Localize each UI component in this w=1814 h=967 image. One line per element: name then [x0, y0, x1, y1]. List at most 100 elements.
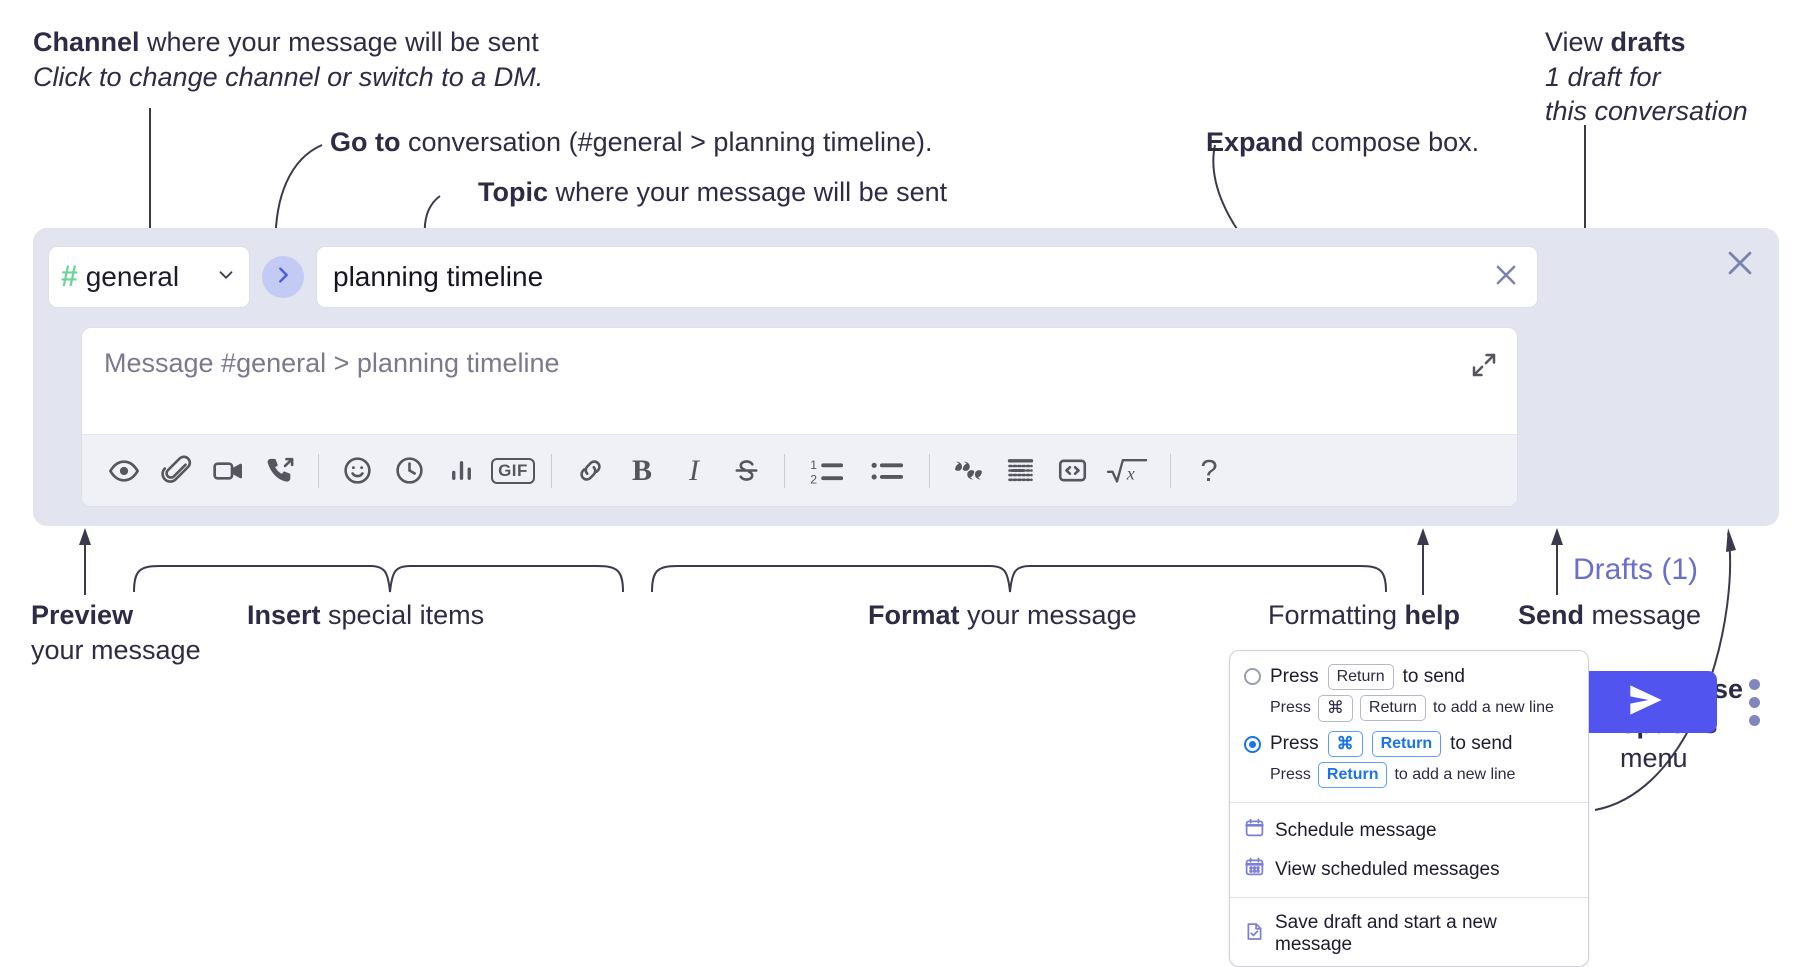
menu-item-save-draft[interactable]: Save draft and start a new message: [1230, 906, 1588, 962]
preview-icon[interactable]: [98, 445, 150, 497]
blockquote-icon[interactable]: [942, 445, 994, 497]
gif-icon[interactable]: GIF: [487, 445, 539, 497]
annotation-preview-bold: Preview: [31, 600, 134, 630]
menu-item-schedule-message[interactable]: Schedule message: [1230, 811, 1588, 850]
option-cmd-return-to-send[interactable]: Press ⌘ Return to send: [1230, 728, 1588, 761]
option1-sub-press: Press: [1270, 699, 1311, 717]
audio-clip-icon[interactable]: [254, 445, 306, 497]
topic-value: planning timeline: [333, 261, 544, 292]
annotation-insert: Insert special items: [247, 598, 484, 633]
send-icon: [1623, 678, 1667, 727]
toolbar-separator: [929, 453, 930, 488]
bold-label: B: [631, 453, 652, 487]
send-button[interactable]: [1573, 671, 1717, 733]
poll-icon[interactable]: [435, 445, 487, 497]
annotation-drafts-prefix: View: [1545, 27, 1611, 57]
close-icon[interactable]: [1491, 260, 1521, 295]
annotation-formatting-help: Formatting help: [1268, 598, 1460, 633]
video-camera-icon[interactable]: [202, 445, 254, 497]
key-command: ⌘: [1317, 694, 1353, 722]
clock-icon[interactable]: [383, 445, 435, 497]
channel-selector[interactable]: # general: [48, 246, 250, 308]
kebab-dot: [1748, 696, 1760, 708]
italic-label: I: [689, 453, 699, 487]
option1-press: Press: [1270, 665, 1319, 687]
annotation-topic: Topic where your message will be sent: [478, 175, 947, 210]
annotation-drafts-italic2: this conversation: [1545, 96, 1748, 127]
calendar-schedule-icon: [1244, 817, 1265, 844]
message-input-placeholder: Message #general > planning timeline: [104, 348, 560, 378]
compose-header-row: # general planning timeline: [48, 246, 1538, 308]
annotation-channel-rest: where your message will be sent: [139, 27, 539, 57]
menu-divider: [1230, 802, 1588, 804]
kebab-dot: [1748, 714, 1760, 726]
annotation-send: Send message: [1518, 598, 1701, 633]
annotation-drafts: View drafts 1 draft for this conversatio…: [1545, 25, 1748, 129]
italic-icon[interactable]: I: [668, 445, 720, 497]
channel-name: general: [85, 261, 180, 292]
code-icon[interactable]: [1046, 445, 1098, 497]
gif-label: GIF: [491, 457, 535, 484]
key-return: Return: [1317, 762, 1388, 789]
svg-text:x: x: [1126, 464, 1135, 484]
key-command: ⌘: [1327, 730, 1363, 758]
annotation-channel-bold: Channel: [33, 27, 140, 57]
menu-item-label: View scheduled messages: [1275, 858, 1500, 880]
toolbar-separator: [784, 453, 785, 488]
annotation-send-rest: message: [1584, 600, 1702, 630]
math-icon[interactable]: x: [1098, 445, 1158, 497]
option2-sub-press: Press: [1270, 766, 1311, 784]
ordered-list-icon[interactable]: 1 2: [797, 445, 857, 497]
radio-selected[interactable]: [1244, 735, 1261, 753]
kebab-dot: [1748, 678, 1760, 690]
toolbar-separator: [551, 453, 552, 488]
annotation-goto-rest: conversation (#general > planning timeli…: [400, 127, 933, 157]
toolbar-separator: [318, 453, 319, 488]
option1-subtext: Press ⌘ Return to add a new line: [1230, 693, 1588, 728]
menu-divider: [1230, 897, 1588, 899]
svg-text:2: 2: [810, 472, 817, 486]
help-icon[interactable]: ?: [1183, 445, 1235, 497]
emoji-icon[interactable]: [331, 445, 383, 497]
key-return: Return: [1371, 731, 1442, 757]
annotation-help-pre: Formatting: [1268, 600, 1405, 630]
strikethrough-icon[interactable]: [720, 445, 772, 497]
drafts-link[interactable]: Drafts (1): [1573, 553, 1699, 586]
bulleted-list-icon[interactable]: [857, 445, 917, 497]
annotation-format: Format your message: [868, 598, 1137, 633]
expand-icon[interactable]: [1469, 350, 1499, 380]
formatting-toolbar: GIF B I 1 2: [82, 434, 1517, 506]
bold-icon[interactable]: B: [616, 445, 668, 497]
annotation-expand-bold: Expand: [1206, 127, 1304, 157]
annotation-goto: Go to conversation (#general > planning …: [330, 125, 933, 160]
annotation-expand-rest: compose box.: [1303, 127, 1480, 157]
annotation-insert-rest: special items: [320, 600, 485, 630]
key-return: Return: [1327, 664, 1394, 690]
annotation-expand: Expand compose box.: [1206, 125, 1479, 160]
option2-sub-suffix: to add a new line: [1394, 766, 1516, 784]
topic-input[interactable]: planning timeline: [316, 246, 1538, 308]
option2-subtext: Press Return to add a new line: [1230, 760, 1588, 794]
annotation-drafts-italic1: 1 draft for: [1545, 61, 1661, 92]
message-compose-box[interactable]: Message #general > planning timeline: [81, 327, 1518, 507]
hash-icon: #: [61, 260, 78, 293]
save-draft-icon: [1244, 921, 1265, 948]
menu-item-label: Schedule message: [1275, 819, 1437, 841]
attachment-icon[interactable]: [150, 445, 202, 497]
option-return-to-send[interactable]: Press Return to send: [1230, 661, 1588, 693]
annotation-preview: Preview your message: [31, 598, 201, 667]
annotation-goto-bold: Go to: [330, 127, 401, 157]
menu-item-label: Save draft and start a new message: [1275, 912, 1497, 956]
code-block-icon[interactable]: [994, 445, 1046, 497]
svg-text:1: 1: [810, 458, 817, 472]
radio-unselected[interactable]: [1244, 668, 1261, 686]
more-options-icon[interactable]: [1745, 676, 1763, 728]
option2-suffix: to send: [1450, 733, 1513, 754]
toolbar-separator: [1170, 453, 1171, 488]
close-icon[interactable]: [1723, 246, 1757, 280]
calendar-grid-icon: [1244, 856, 1265, 883]
goto-conversation-button[interactable]: [262, 256, 304, 298]
menu-item-view-scheduled-messages[interactable]: View scheduled messages: [1230, 850, 1588, 889]
link-icon[interactable]: [564, 445, 616, 497]
annotation-compose-options-l3: menu: [1620, 743, 1688, 774]
